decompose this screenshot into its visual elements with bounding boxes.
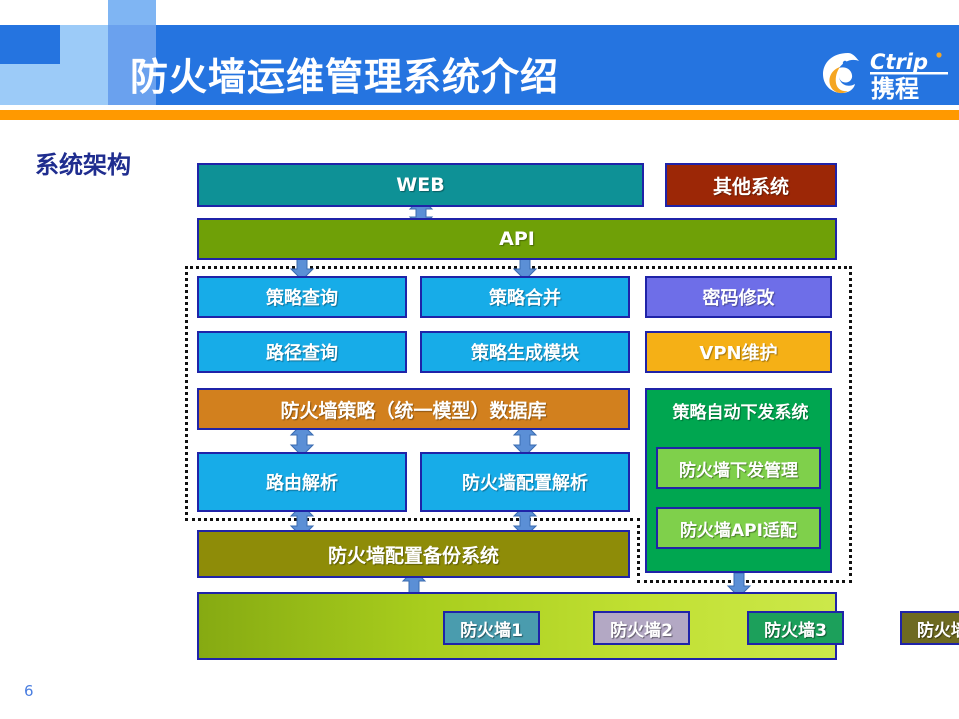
- arrow-db-config-parse: [512, 424, 538, 456]
- box-firewall-n[interactable]: 防火墙n: [900, 611, 959, 645]
- panel-firewall-devices: 防火墙1 防火墙2 防火墙3 防火墙n: [197, 592, 959, 660]
- header-deco-square-5: [60, 64, 108, 105]
- page-title: 防火墙运维管理系统介绍: [130, 55, 560, 99]
- header-deco-square-2: [60, 25, 108, 64]
- arrow-auto-deploy-firewalls: [726, 573, 752, 597]
- module-group-dashed-border: [185, 266, 852, 521]
- arrow-backup-route-parse: [289, 505, 315, 537]
- module-group-dashed-right-edge: [849, 518, 852, 583]
- panel-auto-deploy-system[interactable]: 策略自动下发系统 防火墙下发管理 防火墙API适配: [645, 388, 832, 573]
- ctrip-logo: Ctrip 携程: [818, 47, 950, 101]
- page-number: 6: [24, 682, 34, 700]
- header-accent-bar: [0, 110, 959, 120]
- logo-text-en: Ctrip: [870, 50, 928, 74]
- box-firewall-2[interactable]: 防火墙2: [593, 611, 690, 645]
- header-deco-square-3: [108, 25, 156, 64]
- header-deco-square-4: [0, 64, 60, 105]
- logo-text-cn: 携程: [871, 75, 919, 101]
- box-firewall-3[interactable]: 防火墙3: [747, 611, 844, 645]
- box-policy-query[interactable]: 策略查询: [197, 276, 407, 318]
- panel-auto-deploy-title: 策略自动下发系统: [672, 403, 809, 423]
- header-band: [0, 25, 959, 105]
- box-firewall-config-parse[interactable]: 防火墙配置解析: [420, 452, 630, 512]
- box-web[interactable]: WEB: [197, 163, 644, 207]
- box-firewall-config-backup-system[interactable]: 防火墙配置备份系统: [197, 530, 630, 578]
- box-policy-merge[interactable]: 策略合并: [420, 276, 630, 318]
- arrow-api-policy-query: [289, 250, 315, 280]
- arrow-db-route-parse: [289, 424, 315, 456]
- box-other-system[interactable]: 其他系统: [665, 163, 837, 207]
- section-title: 系统架构: [35, 151, 131, 179]
- box-firewall-deploy-management[interactable]: 防火墙下发管理: [656, 447, 821, 489]
- box-policy-generate-module[interactable]: 策略生成模块: [420, 331, 630, 373]
- box-firewall-policy-database[interactable]: 防火墙策略（统一模型）数据库: [197, 388, 630, 430]
- header-deco-square-1: [108, 0, 156, 25]
- arrow-api-policy-merge: [512, 250, 538, 280]
- box-password-change[interactable]: 密码修改: [645, 276, 832, 318]
- module-group-dashed-bottom-left: [185, 518, 640, 521]
- header-deco-square-6: [108, 64, 156, 105]
- box-path-query[interactable]: 路径查询: [197, 331, 407, 373]
- box-api[interactable]: API: [197, 218, 837, 260]
- box-route-parse[interactable]: 路由解析: [197, 452, 407, 512]
- box-firewall-api-adapter[interactable]: 防火墙API适配: [656, 507, 821, 549]
- module-group-dashed-divider: [637, 518, 640, 583]
- box-vpn-maintenance[interactable]: VPN维护: [645, 331, 832, 373]
- arrow-backup-config-parse: [512, 505, 538, 537]
- box-firewall-1[interactable]: 防火墙1: [443, 611, 540, 645]
